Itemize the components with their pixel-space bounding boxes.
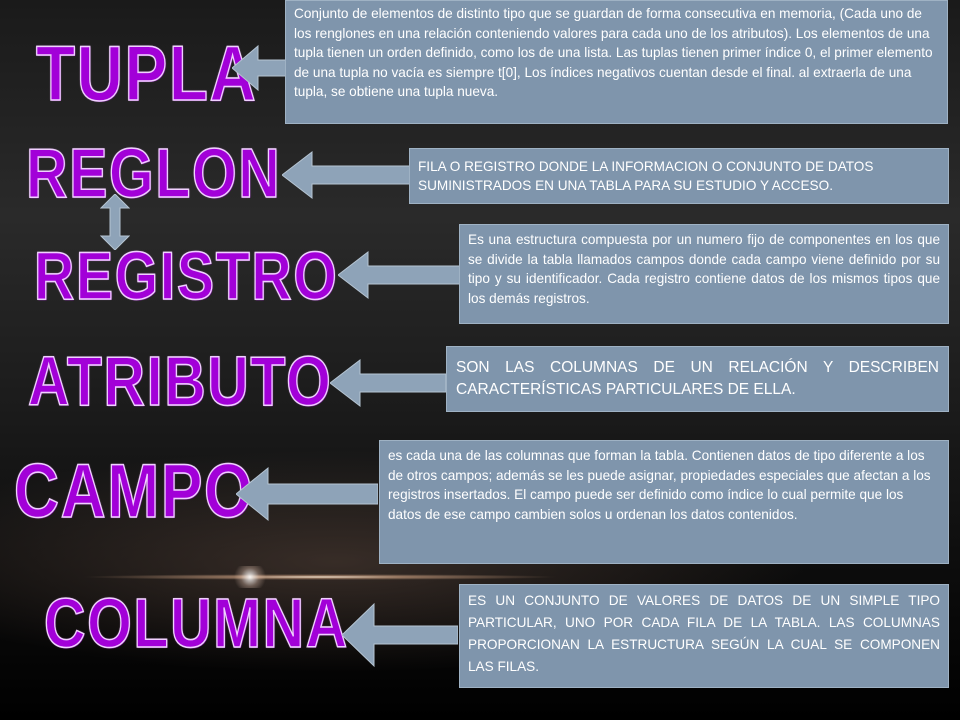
title-atributo: ATRIBUTO [27,342,333,420]
definition-atributo-text: SON LAS COLUMNAS DE UN RELACIÓN Y DESCRI… [456,359,939,398]
double-arrow-vertical-icon [100,194,130,250]
arrow-campo-icon [236,466,378,522]
definition-campo-text: es cada una de las columnas que forman l… [388,448,931,522]
title-registro: REGISTRO [33,238,339,314]
light-flare-spot [230,566,270,588]
definition-campo: es cada una de las columnas que forman l… [379,440,949,564]
definition-atributo: SON LAS COLUMNAS DE UN RELACIÓN Y DESCRI… [446,346,949,412]
definition-columna-text: ES UN CONJUNTO DE VALORES DE DATOS DE UN… [468,593,940,674]
arrow-registro-icon [338,250,460,300]
title-columna: COLUMNA [43,584,349,662]
light-flare [80,574,560,580]
arrow-atributo-icon [330,358,446,408]
definition-reglon-text: FILA O REGISTRO DONDE LA INFORMACION O C… [418,159,874,193]
title-reglon: REGLON [25,134,282,212]
definition-registro-text: Es una estructura compuesta por un numer… [468,232,940,306]
definition-columna: ES UN CONJUNTO DE VALORES DE DATOS DE UN… [459,584,949,688]
definition-tupla: Conjunto de elementos de distinto tipo q… [285,0,948,124]
arrow-tupla-icon [232,44,288,92]
arrow-reglon-icon [282,150,410,200]
title-tupla: TUPLA [35,29,258,117]
definition-tupla-text: Conjunto de elementos de distinto tipo q… [294,6,933,100]
arrow-columna-icon [342,602,458,668]
title-campo: CAMPO [13,449,255,534]
definition-registro: Es una estructura compuesta por un numer… [459,224,949,324]
definition-reglon: FILA O REGISTRO DONDE LA INFORMACION O C… [409,148,949,204]
